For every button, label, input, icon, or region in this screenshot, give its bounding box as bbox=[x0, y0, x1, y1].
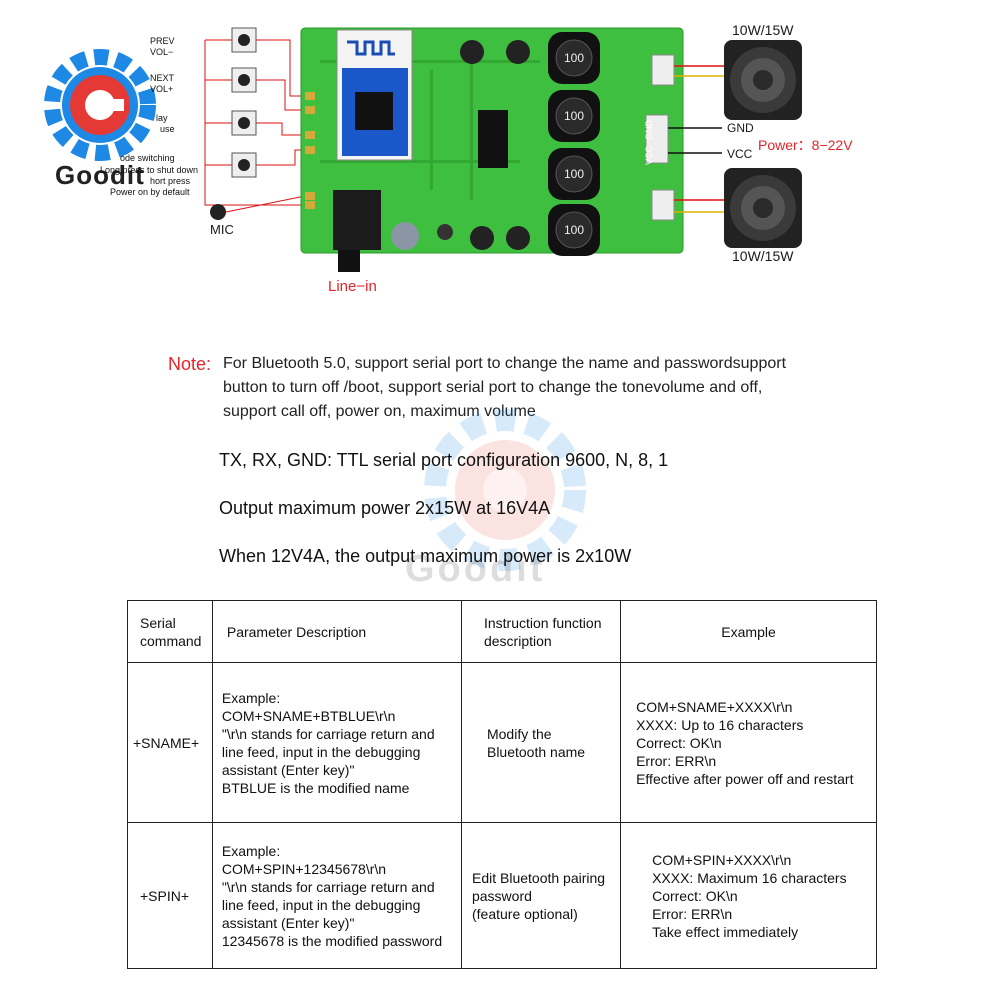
label-pause: use bbox=[160, 124, 175, 134]
label-play: lay bbox=[156, 113, 168, 123]
spec-serial-config: TX, RX, GND: TTL serial port configurati… bbox=[219, 450, 669, 470]
spec-12v-power: When 12V4A, the output maximum power is … bbox=[219, 546, 632, 566]
audio-jack bbox=[333, 190, 381, 272]
label-next: NEXT bbox=[150, 73, 175, 83]
speaker-top-label: 10W/15W bbox=[732, 22, 794, 38]
inductor-label: 100 bbox=[564, 109, 584, 123]
push-buttons bbox=[231, 27, 257, 178]
header-serial-command: Serial command bbox=[140, 614, 202, 649]
label-power-default: Power on by default bbox=[110, 187, 190, 197]
label-prev: PREV bbox=[150, 36, 175, 46]
row-command: +SPIN+ bbox=[140, 887, 190, 904]
label-short-press: hort press bbox=[150, 176, 191, 186]
note-line-1: For Bluetooth 5.0, support serial port t… bbox=[223, 355, 787, 372]
row-example: COM+SNAME+XXXX\r\n XXXX: Up to 16 charac… bbox=[636, 698, 854, 787]
mic-label: MIC bbox=[210, 222, 234, 237]
table-row: +SNAME+ Example: COM+SNAME+BTBLUE\r\n "\… bbox=[127, 662, 877, 823]
speaker-top bbox=[724, 40, 802, 120]
label-vol-minus: VOL− bbox=[150, 47, 174, 57]
watermark-gear-icon bbox=[424, 409, 586, 571]
spec-max-power: Output maximum power 2x15W at 16V4A bbox=[219, 498, 551, 518]
amplifier-chip bbox=[478, 110, 508, 168]
row-param-description: Example: COM+SPIN+12345678\r\n "\r\n sta… bbox=[221, 842, 443, 949]
board-illustration: 100 100 100 100 GND VCC bbox=[44, 27, 802, 272]
inductor-label: 100 bbox=[564, 223, 584, 237]
speaker-bottom bbox=[724, 168, 802, 248]
speaker-bottom-label: 10W/15W bbox=[732, 248, 794, 264]
note-line-2: button to turn off /boot, support serial… bbox=[223, 379, 763, 396]
capacitors bbox=[391, 40, 530, 250]
watermark-text: Goodit bbox=[405, 548, 546, 590]
mic-icon bbox=[210, 204, 226, 220]
power-label: Power：8−22V bbox=[758, 137, 853, 153]
line-in-label: Line−in bbox=[328, 278, 377, 295]
inductor-label: 100 bbox=[564, 167, 584, 181]
row-command: +SNAME+ bbox=[133, 734, 200, 751]
label-vol-plus: VOL+ bbox=[150, 84, 174, 94]
header-instruction-function: Instruction function description bbox=[483, 614, 602, 649]
pcb-gnd-label: GND bbox=[644, 120, 654, 141]
brand-logo-text: Goodit bbox=[55, 160, 145, 190]
row-function-description: Edit Bluetooth pairing password (feature… bbox=[471, 869, 606, 922]
header-parameter-description: Parameter Description bbox=[226, 623, 367, 640]
row-example: COM+SPIN+XXXX\r\n XXXX: Maximum 16 chara… bbox=[652, 851, 847, 940]
brand-gear-icon bbox=[44, 49, 156, 161]
row-function-description: Modify the Bluetooth name bbox=[486, 725, 586, 760]
label-mode-switch: ode switching bbox=[120, 153, 175, 163]
terminal-blocks: GND VCC bbox=[644, 54, 675, 221]
inductor-label: 100 bbox=[564, 51, 584, 65]
table-header-row: Serial command Parameter Description Ins… bbox=[127, 600, 877, 663]
label-long-press: Long press to shut down bbox=[100, 165, 199, 175]
bluetooth-module bbox=[336, 29, 413, 161]
button-wires bbox=[204, 39, 305, 206]
header-example: Example bbox=[721, 623, 776, 640]
table-row: +SPIN+ Example: COM+SPIN+12345678\r\n "\… bbox=[127, 822, 877, 969]
pcb-vcc-label: VCC bbox=[644, 145, 654, 165]
note-line-3: support call off, power on, maximum volu… bbox=[223, 403, 536, 420]
vcc-label: VCC bbox=[727, 147, 753, 161]
row-param-description: Example: COM+SNAME+BTBLUE\r\n "\r\n stan… bbox=[221, 689, 435, 796]
serial-command-table: Serial command Parameter Description Ins… bbox=[127, 600, 877, 969]
inductors: 100 100 100 100 bbox=[548, 32, 600, 256]
note-label: Note: bbox=[168, 354, 212, 374]
gnd-label: GND bbox=[727, 121, 754, 135]
